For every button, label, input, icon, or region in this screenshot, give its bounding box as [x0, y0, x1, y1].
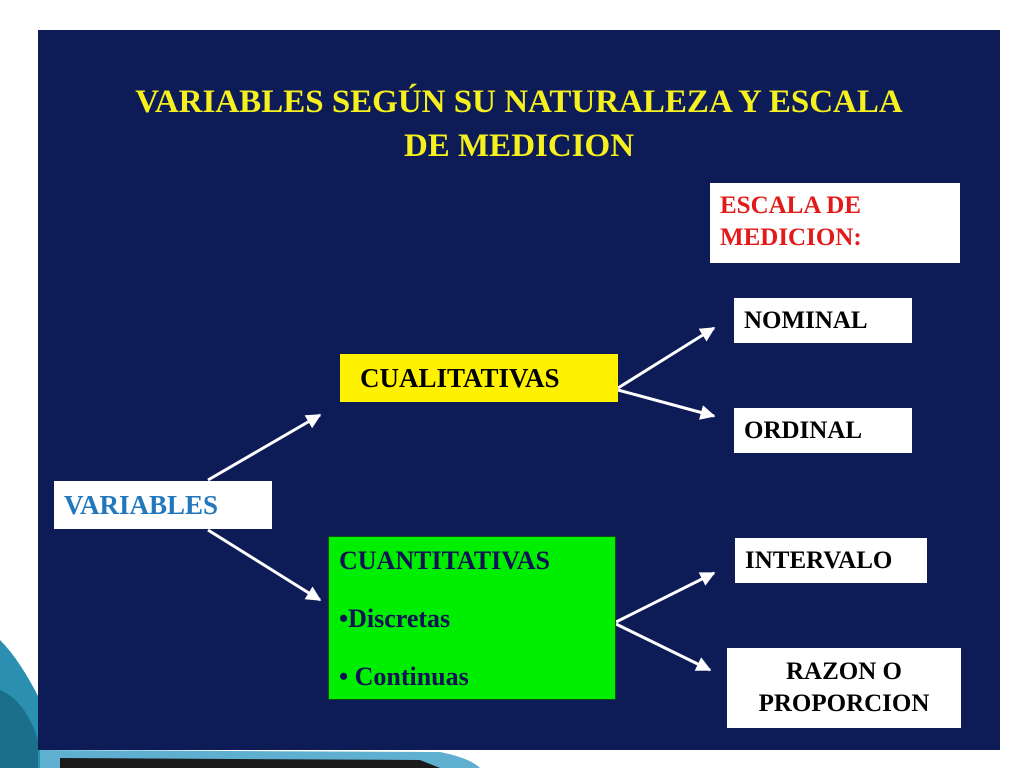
- arrow-to-cualitativas: [207, 413, 322, 482]
- arrow-to-cuantitativas: [207, 528, 322, 602]
- cuantitativas-box: CUANTITATIVAS •Discretas • Continuas: [328, 536, 616, 700]
- slide-title: VARIABLES SEGÚN SU NATURALEZA Y ESCALA D…: [38, 80, 1000, 168]
- nominal-box: NOMINAL: [734, 298, 912, 343]
- intervalo-box: INTERVALO: [735, 538, 927, 583]
- razon-proporcion-box: RAZON O PROPORCION: [727, 648, 961, 728]
- razon-line-1: RAZON O: [786, 658, 902, 685]
- escala-line-1: ESCALA DE: [720, 192, 862, 219]
- title-line-1: VARIABLES SEGÚN SU NATURALEZA Y ESCALA: [135, 84, 903, 120]
- escala-de-medicion-box: ESCALA DE MEDICION:: [710, 183, 960, 263]
- variables-root-box: VARIABLES: [54, 481, 272, 529]
- arrow-to-nominal: [617, 326, 716, 390]
- cuantitativas-label: CUANTITATIVAS: [339, 546, 550, 575]
- discretas-item: •Discretas: [339, 604, 451, 633]
- slide-background: VARIABLES SEGÚN SU NATURALEZA Y ESCALA D…: [38, 30, 1000, 750]
- razon-line-2: PROPORCION: [758, 690, 930, 717]
- arrow-to-intervalo: [615, 571, 716, 624]
- title-line-2: DE MEDICION: [403, 128, 635, 164]
- continuas-item: • Continuas: [339, 662, 469, 691]
- arrow-to-razon: [615, 622, 712, 672]
- cualitativas-box: CUALITATIVAS: [340, 354, 618, 402]
- connector-arrows: [207, 326, 716, 672]
- escala-line-2: MEDICION:: [720, 224, 862, 251]
- arrow-to-ordinal: [617, 388, 716, 420]
- ordinal-box: ORDINAL: [734, 408, 912, 453]
